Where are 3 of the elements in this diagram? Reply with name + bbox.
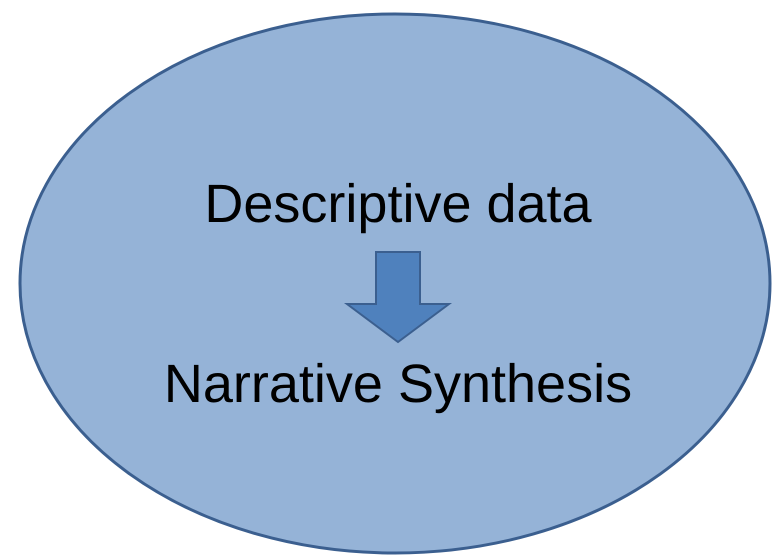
node-text: Descriptive data [203,173,593,236]
node-text: Narrative Synthesis [162,353,634,416]
block-arrow [344,251,452,344]
